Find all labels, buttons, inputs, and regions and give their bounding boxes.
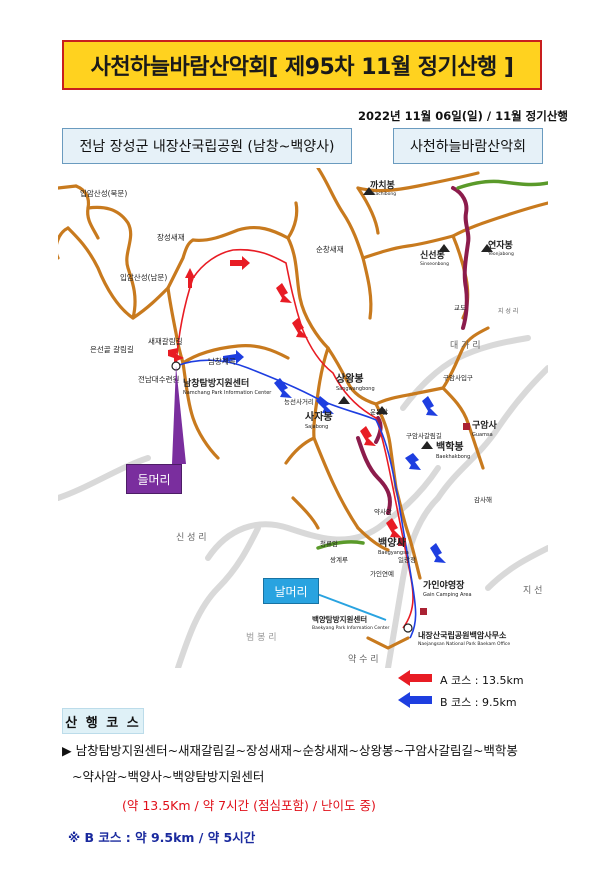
sangwangbong-peak-marker <box>376 406 388 414</box>
label-baegyangsa: 백양사 <box>378 536 406 549</box>
b-course-summary: ※ B 코스 : 약 9.5km / 약 5시간 <box>68 830 256 845</box>
label-baegyangsa-en: Baegyangsa <box>378 550 409 556</box>
guamsa-temple-marker <box>463 423 470 430</box>
label-namchang-center-en: Namchang Park Information Center <box>183 390 272 396</box>
b-course-arrows <box>223 350 446 563</box>
label-ilgwangjeong: 일광정 <box>398 555 416 564</box>
label-ji-seon: 지 선 <box>523 585 542 596</box>
label-namchang-gyegok: 남창계곡 <box>208 356 236 366</box>
label-guamsa: 구암사 <box>472 419 498 431</box>
label-cheongnyuam: 청류암 <box>320 540 338 548</box>
baegyang-center-marker <box>403 623 413 633</box>
club-box: 사천하늘바람산악회 <box>393 128 543 164</box>
label-gain-camping: 가인야영장 <box>423 579 465 591</box>
label-gain-camping-en: Gain Camping Area <box>423 592 472 598</box>
kkachibong-peak-marker <box>363 187 375 195</box>
trail-network <box>58 168 548 650</box>
label-jiseong-ri: 지 성 리 <box>498 307 518 315</box>
label-sunchang-saejae: 순창새재 <box>316 245 344 254</box>
title-banner: 사천하늘바람산악회[ 제95차 11월 정기산행 ] <box>62 40 542 90</box>
page-title: 사천하늘바람산악회[ 제95차 11월 정기산행 ] <box>90 55 514 80</box>
label-gamsahae: 감사해 <box>474 495 492 504</box>
label-ipamsan-north: 입암산성(북문) <box>80 188 127 198</box>
label-beombong-ri: 범 봉 리 <box>246 632 277 643</box>
label-guamsa-sageori: 구암사입구 <box>443 373 473 382</box>
label-unmunam: 운문암 <box>370 408 388 416</box>
baekhakbong-peak-marker <box>421 441 433 449</box>
label-ssangyeongdong: 쌍계루 <box>330 555 348 564</box>
label-yeonjabong-en: Yeonjabong <box>487 251 514 257</box>
course-section-title: 산 행 코 스 <box>62 708 144 734</box>
label-sinseonbong-en: Sinseonbong <box>420 261 449 267</box>
b-course-legend-arrow <box>398 692 432 708</box>
label-sinseonbong: 신선봉 <box>420 249 445 261</box>
label-namchang-center: 남창탐방지원센터 <box>183 377 249 389</box>
start-pointer <box>172 366 186 464</box>
a-course-legend-arrow <box>398 670 432 686</box>
end-point-tag: 날머리 <box>263 578 319 604</box>
b-course-route <box>175 359 417 639</box>
label-naejang-office-en: Naejangsan National Park Baekam Office <box>418 641 510 647</box>
poi-markers <box>171 187 493 633</box>
start-point-tag: 들머리 <box>126 464 182 494</box>
sajabong-peak-marker <box>338 396 350 404</box>
a-course-summary: (약 13.5Km / 약 7시간 (점심포함) / 난이도 중) <box>122 798 376 813</box>
label-baegyang-center-en: Baekyang Park Information Center <box>312 625 390 631</box>
label-sangwangbong-en: Sangwangbong <box>336 386 375 392</box>
a-course-arrows <box>168 256 402 538</box>
location-box: 전남 장성군 내장산국립공원 (남창~백양사) <box>62 128 352 164</box>
label-sajabong: 사자봉 <box>305 410 333 423</box>
green-trail <box>316 179 548 550</box>
map-labels: 입암산성(북문) 입암산성(남문) 장성새재 순창새재 새재갈림길 은선골 갈림… <box>80 179 542 665</box>
trail-map: 입암산성(북문) 입암산성(남문) 장성새재 순창새재 새재갈림길 은선골 갈림… <box>58 168 548 668</box>
label-jeonnam-suryeon: 전남대수련원 <box>138 374 179 384</box>
route-line-1: ▶ 남창탐방지원센터~새재갈림길~장성새재~순창새재~상왕봉~구암사갈림길~백학… <box>62 743 518 758</box>
label-eunseon-galrim: 은선골 갈림길 <box>90 345 134 354</box>
label-ipamsan-south: 입암산성(남문) <box>120 272 167 282</box>
sinseonbong-peak-marker <box>438 244 450 252</box>
label-kkachibong: 까치봉 <box>370 179 395 191</box>
label-gyodo: 교도 <box>454 304 466 312</box>
label-nongseon-saegeori: 능선사거리 <box>284 397 314 406</box>
label-saejae-galrim: 새재갈림길 <box>148 337 183 346</box>
label-yeonjabong: 연자봉 <box>488 239 513 251</box>
label-guamsa-en: Guamsa <box>472 432 493 438</box>
yeonjabong-peak-marker <box>481 244 493 252</box>
label-gainyeonye: 가인연예 <box>370 569 394 578</box>
label-baekhakbong-en: Baekhakbong <box>436 454 470 460</box>
label-guamsa-galrim: 구암사갈림길 <box>406 431 442 440</box>
label-yaksaam: 약사암 <box>374 507 392 516</box>
a-course-route <box>175 248 414 629</box>
label-baegyang-center: 백양탐방지원센터 <box>312 614 367 624</box>
hike-date: 2022년 11월 06일(일) / 11월 정기산행 <box>358 109 568 123</box>
end-pointer <box>316 593 387 621</box>
label-jangseong-saejae: 장성새재 <box>157 232 185 242</box>
a-course-legend: A 코스 : 13.5km <box>440 674 524 687</box>
label-kkachibong-en: Kkachibong <box>370 191 396 197</box>
b-course-legend: B 코스 : 9.5km <box>440 696 517 709</box>
label-sangwangbong: 상왕봉 <box>336 372 364 385</box>
label-naejang-office: 내장산국립공원백암사무소 <box>418 630 507 640</box>
label-yaksu-ri: 약 수 리 <box>348 653 379 665</box>
label-daega-ri: 대 가 리 <box>450 340 481 351</box>
baegyangsa-temple-marker <box>398 538 406 546</box>
road-network <box>58 335 548 668</box>
label-sajabong-en: Sajabong <box>305 424 328 430</box>
naejang-office-marker <box>420 608 427 615</box>
label-baekhakbong: 백학봉 <box>436 440 464 453</box>
label-sinseong-ri: 신 성 리 <box>176 532 207 543</box>
route-line-2: ~약사암~백양사~백양탐방지원센터 <box>72 769 265 784</box>
